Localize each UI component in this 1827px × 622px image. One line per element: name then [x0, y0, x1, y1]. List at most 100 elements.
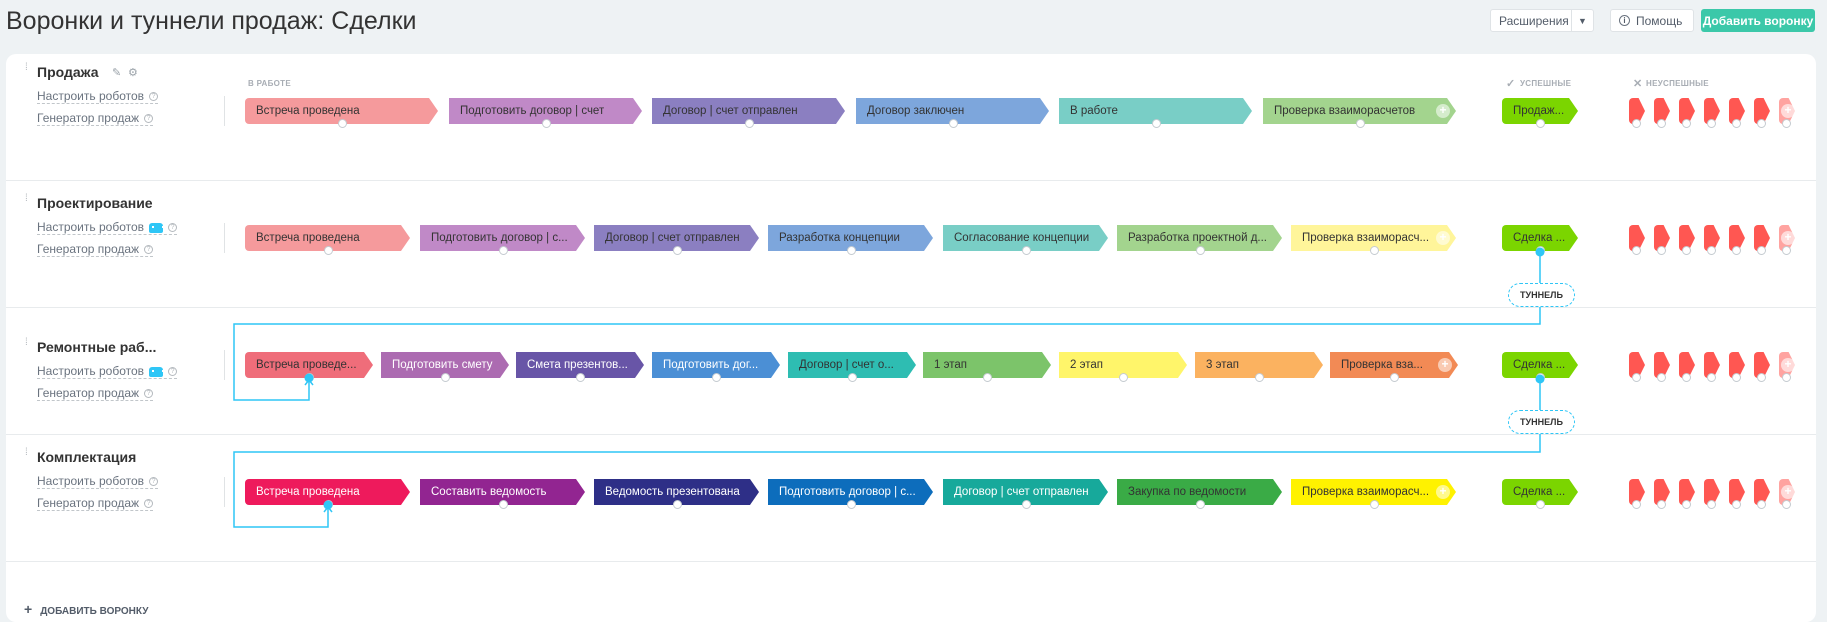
fail-stage[interactable]: [1754, 352, 1770, 378]
funnel-name[interactable]: Ремонтные раб...: [37, 339, 157, 355]
help-icon[interactable]: ?: [144, 114, 154, 124]
connector-dot[interactable]: [1355, 119, 1365, 128]
connector-dot[interactable]: [1657, 500, 1666, 509]
connector-dot[interactable]: [1757, 119, 1766, 128]
fail-stage[interactable]: [1629, 225, 1645, 251]
connector-dot[interactable]: [983, 373, 992, 382]
configure-robots-link[interactable]: Настроить роботов?: [37, 474, 159, 489]
fail-stage[interactable]: [1654, 352, 1670, 378]
connector-dot[interactable]: [1757, 373, 1766, 382]
connector-dot[interactable]: [848, 373, 857, 382]
fail-stage[interactable]: [1704, 225, 1720, 251]
connector-dot[interactable]: [1195, 500, 1205, 509]
extensions-button[interactable]: Расширения ▼: [1490, 9, 1594, 32]
connector-dot[interactable]: [1707, 373, 1716, 382]
help-icon[interactable]: ?: [144, 245, 154, 255]
connector-dot[interactable]: [1757, 500, 1766, 509]
fail-stage[interactable]: [1754, 225, 1770, 251]
drag-handle-icon[interactable]: ⁞: [25, 447, 28, 458]
fail-stage[interactable]: [1729, 352, 1745, 378]
connector-dot[interactable]: [1255, 373, 1264, 382]
connector-dot[interactable]: [1782, 500, 1791, 509]
add-funnel-button[interactable]: Добавить воронку: [1701, 9, 1815, 32]
configure-robots-link[interactable]: Настроить роботов?: [37, 364, 178, 379]
connector-dot[interactable]: [1682, 500, 1691, 509]
funnel-name[interactable]: Продажа: [37, 64, 99, 80]
fail-stage[interactable]: [1729, 98, 1745, 124]
connector-dot[interactable]: [1021, 246, 1031, 255]
fail-stage[interactable]: [1704, 352, 1720, 378]
connector-dot[interactable]: [1732, 246, 1741, 255]
connector-dot[interactable]: [1732, 119, 1741, 128]
connector-dot[interactable]: [846, 246, 856, 255]
connector-dot[interactable]: [1732, 500, 1741, 509]
connector-dot[interactable]: [541, 119, 551, 128]
connector-dot[interactable]: [1632, 119, 1641, 128]
connector-dot[interactable]: [1657, 246, 1666, 255]
tunnel-label[interactable]: ТУННЕЛЬ: [1508, 283, 1575, 307]
fail-stage[interactable]: [1754, 479, 1770, 505]
tunnel-label[interactable]: ТУННЕЛЬ: [1508, 410, 1575, 434]
fail-stage[interactable]: [1629, 479, 1645, 505]
add-fail-stage-icon[interactable]: +: [1781, 485, 1795, 499]
help-button[interactable]: i Помощь: [1610, 9, 1694, 32]
help-icon[interactable]: ?: [149, 477, 159, 487]
connector-dot[interactable]: [1536, 119, 1545, 128]
connector-dot[interactable]: [1757, 246, 1766, 255]
connector-dot[interactable]: [441, 373, 450, 382]
connector-dot[interactable]: [1782, 246, 1791, 255]
sales-generator-link[interactable]: Генератор продаж?: [37, 496, 154, 511]
connector-dot[interactable]: [576, 373, 585, 382]
fail-stage[interactable]: [1679, 98, 1695, 124]
drag-handle-icon[interactable]: ⁞: [25, 337, 28, 348]
connector-dot[interactable]: [1682, 119, 1691, 128]
funnel-name[interactable]: Проектирование: [37, 195, 153, 211]
add-fail-stage-icon[interactable]: +: [1781, 104, 1795, 118]
connector-dot[interactable]: [1369, 246, 1379, 255]
add-fail-stage-icon[interactable]: +: [1781, 358, 1795, 372]
help-icon[interactable]: ?: [144, 389, 154, 399]
help-icon[interactable]: ?: [144, 499, 154, 509]
connector-dot[interactable]: [337, 119, 347, 128]
connector-dot[interactable]: [498, 246, 508, 255]
fail-stage[interactable]: [1679, 352, 1695, 378]
configure-robots-link[interactable]: Настроить роботов?: [37, 220, 178, 235]
connector-dot[interactable]: [1657, 373, 1666, 382]
sales-generator-link[interactable]: Генератор продаж?: [37, 242, 154, 257]
connector-dot[interactable]: [1632, 373, 1641, 382]
connector-dot[interactable]: [1682, 246, 1691, 255]
add-stage-icon[interactable]: +: [1436, 231, 1450, 245]
fail-stage[interactable]: [1704, 479, 1720, 505]
connector-dot[interactable]: [948, 119, 958, 128]
fail-stage[interactable]: [1729, 479, 1745, 505]
add-stage-icon[interactable]: +: [1438, 358, 1452, 372]
connector-dot[interactable]: [712, 373, 721, 382]
connector-dot[interactable]: [1195, 246, 1205, 255]
drag-handle-icon[interactable]: ⁞: [25, 193, 28, 204]
sales-generator-link[interactable]: Генератор продаж?: [37, 111, 154, 126]
configure-robots-link[interactable]: Настроить роботов?: [37, 89, 159, 104]
connector-dot[interactable]: [1536, 373, 1545, 382]
connector-dot[interactable]: [1151, 119, 1161, 128]
pencil-icon[interactable]: ✎: [112, 67, 122, 79]
connector-dot[interactable]: [323, 500, 333, 509]
fail-stage[interactable]: [1679, 225, 1695, 251]
gear-icon[interactable]: ⚙: [128, 67, 138, 79]
help-icon[interactable]: ?: [168, 223, 178, 233]
connector-dot[interactable]: [1707, 500, 1716, 509]
connector-dot[interactable]: [1119, 373, 1128, 382]
chevron-down-icon[interactable]: ▼: [1571, 10, 1593, 31]
connector-dot[interactable]: [1632, 246, 1641, 255]
connector-dot[interactable]: [498, 500, 508, 509]
fail-stage[interactable]: [1679, 479, 1695, 505]
connector-dot[interactable]: [1536, 500, 1545, 509]
fail-stage[interactable]: [1629, 352, 1645, 378]
connector-dot[interactable]: [744, 119, 754, 128]
add-fail-stage-icon[interactable]: +: [1781, 231, 1795, 245]
funnel-name[interactable]: Комплектация: [37, 449, 137, 465]
connector-dot[interactable]: [1707, 119, 1716, 128]
connector-dot[interactable]: [1632, 500, 1641, 509]
sales-generator-link[interactable]: Генератор продаж?: [37, 386, 154, 401]
fail-stage[interactable]: [1629, 98, 1645, 124]
help-icon[interactable]: ?: [149, 92, 159, 102]
